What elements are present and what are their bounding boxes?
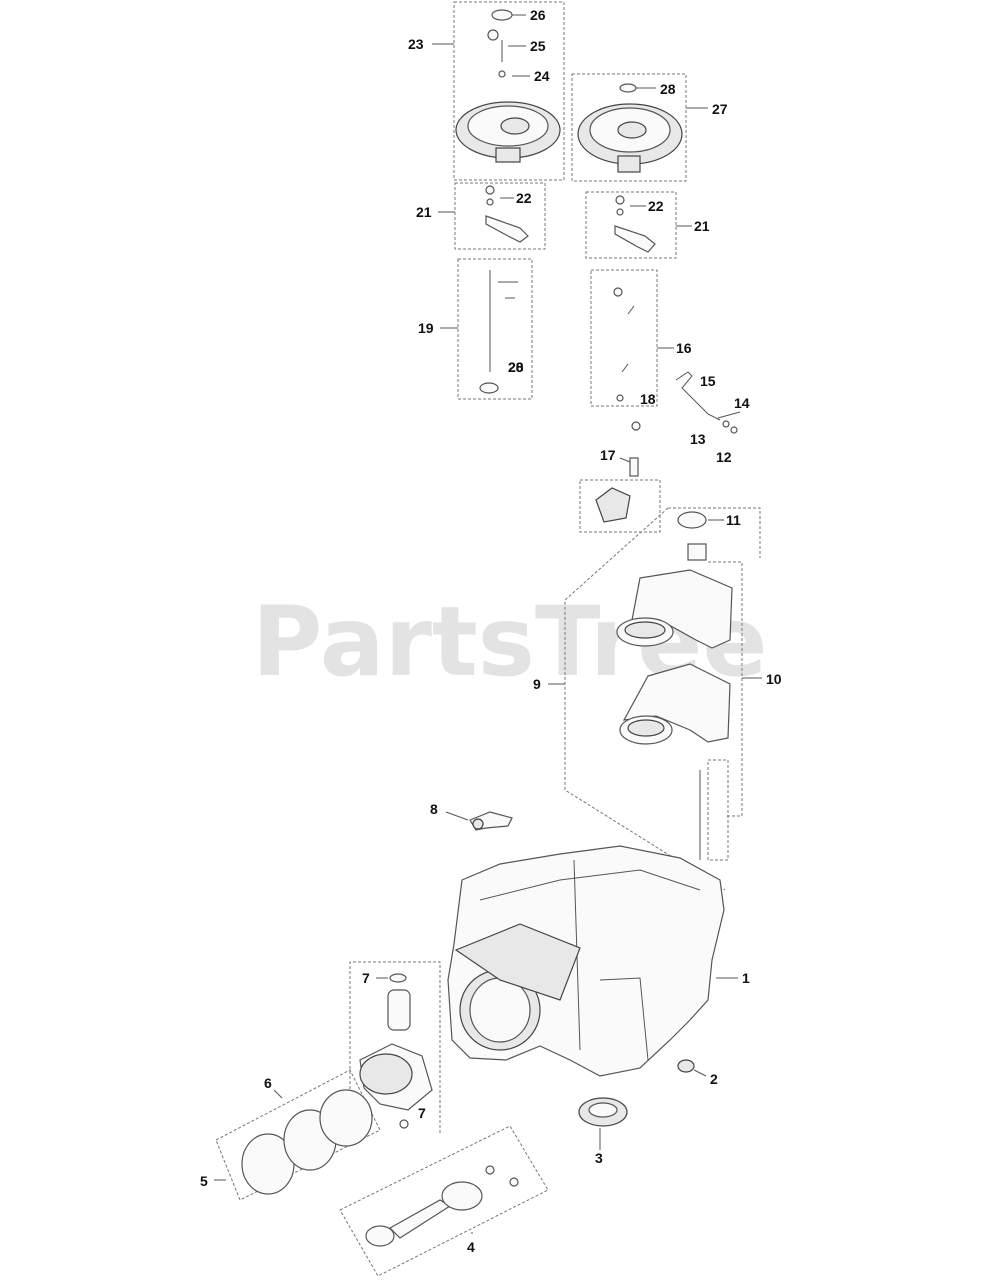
callout-16: 16 [657, 340, 692, 356]
svg-text:27: 27 [712, 101, 728, 117]
svg-text:19: 19 [418, 320, 434, 336]
part-group-21-right [585, 191, 677, 259]
callout-25: 25 [508, 38, 546, 54]
callout-19: 19 [418, 320, 458, 336]
callout-8: 8 [430, 801, 469, 821]
callout-1: 1 [716, 970, 750, 986]
part-1-crankcase [447, 845, 725, 1077]
svg-text:23: 23 [408, 36, 424, 52]
svg-text:21: 21 [416, 204, 432, 220]
svg-text:25: 25 [530, 38, 546, 54]
part-group-4-rod [339, 1125, 549, 1277]
callout-26: 26 [512, 7, 546, 23]
callout-23: 23 [408, 36, 454, 52]
callout-17: 17 [600, 447, 631, 463]
svg-text:26: 26 [530, 7, 546, 23]
part-8 [469, 811, 513, 831]
svg-text:6: 6 [264, 1075, 272, 1091]
svg-text:18: 18 [640, 391, 656, 407]
callout-6: 6 [264, 1075, 283, 1099]
svg-text:22: 22 [516, 190, 532, 206]
svg-text:16: 16 [676, 340, 692, 356]
callout-5: 5 [200, 1173, 226, 1189]
part-3-oil-seal [578, 1097, 628, 1150]
callout-21-right: 21 [676, 218, 710, 234]
svg-text:14: 14 [734, 395, 750, 411]
svg-text:4: 4 [467, 1239, 475, 1255]
callout-15: 15 [700, 373, 716, 389]
callout-13: 13 [690, 431, 706, 447]
svg-text:24: 24 [534, 68, 550, 84]
svg-text:28: 28 [508, 359, 524, 375]
callout-27: 27 [686, 101, 728, 117]
svg-text:10: 10 [766, 671, 782, 687]
callout-24: 24 [512, 68, 550, 84]
part-group-16 [590, 269, 658, 407]
svg-text:7: 7 [362, 970, 370, 986]
callout-7-bottom: 7 [418, 1105, 426, 1121]
svg-text:2: 2 [710, 1071, 718, 1087]
callout-20: 20 [508, 359, 524, 375]
svg-text:1: 1 [742, 970, 750, 986]
svg-text:15: 15 [700, 373, 716, 389]
part-group-23 [453, 1, 565, 181]
svg-text:20: 20 [508, 359, 524, 375]
svg-text:28: 28 [660, 81, 676, 97]
part-2-plug [677, 1059, 707, 1077]
callout-28-left: 28 [508, 359, 524, 375]
callout-11: 11 [708, 512, 741, 528]
part-group-19 [457, 258, 533, 400]
svg-text:22: 22 [648, 198, 664, 214]
callout-2: 2 [710, 1071, 718, 1087]
callout-12: 12 [716, 449, 732, 465]
callout-22-left: 22 [500, 190, 532, 206]
part-group-21-left [454, 182, 546, 250]
callout-14: 14 [734, 395, 750, 411]
svg-text:5: 5 [200, 1173, 208, 1189]
svg-text:8: 8 [430, 801, 438, 817]
svg-text:21: 21 [694, 218, 710, 234]
callout-10: 10 [742, 671, 782, 687]
part-group-17 [579, 421, 661, 533]
callout-7-top: 7 [362, 970, 388, 986]
svg-text:3: 3 [595, 1150, 603, 1166]
callout-3: 3 [595, 1150, 603, 1166]
svg-text:12: 12 [716, 449, 732, 465]
svg-text:13: 13 [690, 431, 706, 447]
callout-9: 9 [533, 676, 565, 692]
callout-21-left: 21 [416, 204, 455, 220]
callout-28-top: 28 [636, 81, 676, 97]
callout-labels: 1 2 3 4 5 6 7 7 8 9 10 11 12 13 14 15 16… [200, 7, 782, 1255]
part-group-9-10 [564, 507, 761, 891]
svg-text:17: 17 [600, 447, 616, 463]
callout-18: 18 [640, 391, 656, 407]
part-group-7-piston [349, 961, 441, 1134]
callout-22-right: 22 [630, 198, 664, 214]
svg-text:7: 7 [418, 1105, 426, 1121]
svg-text:11: 11 [726, 512, 741, 528]
part-group-5-6-rings [215, 1069, 381, 1201]
callout-4: 4 [467, 1232, 475, 1255]
svg-text:9: 9 [533, 676, 541, 692]
part-governor-shaft [675, 371, 741, 434]
part-group-27 [571, 73, 687, 182]
